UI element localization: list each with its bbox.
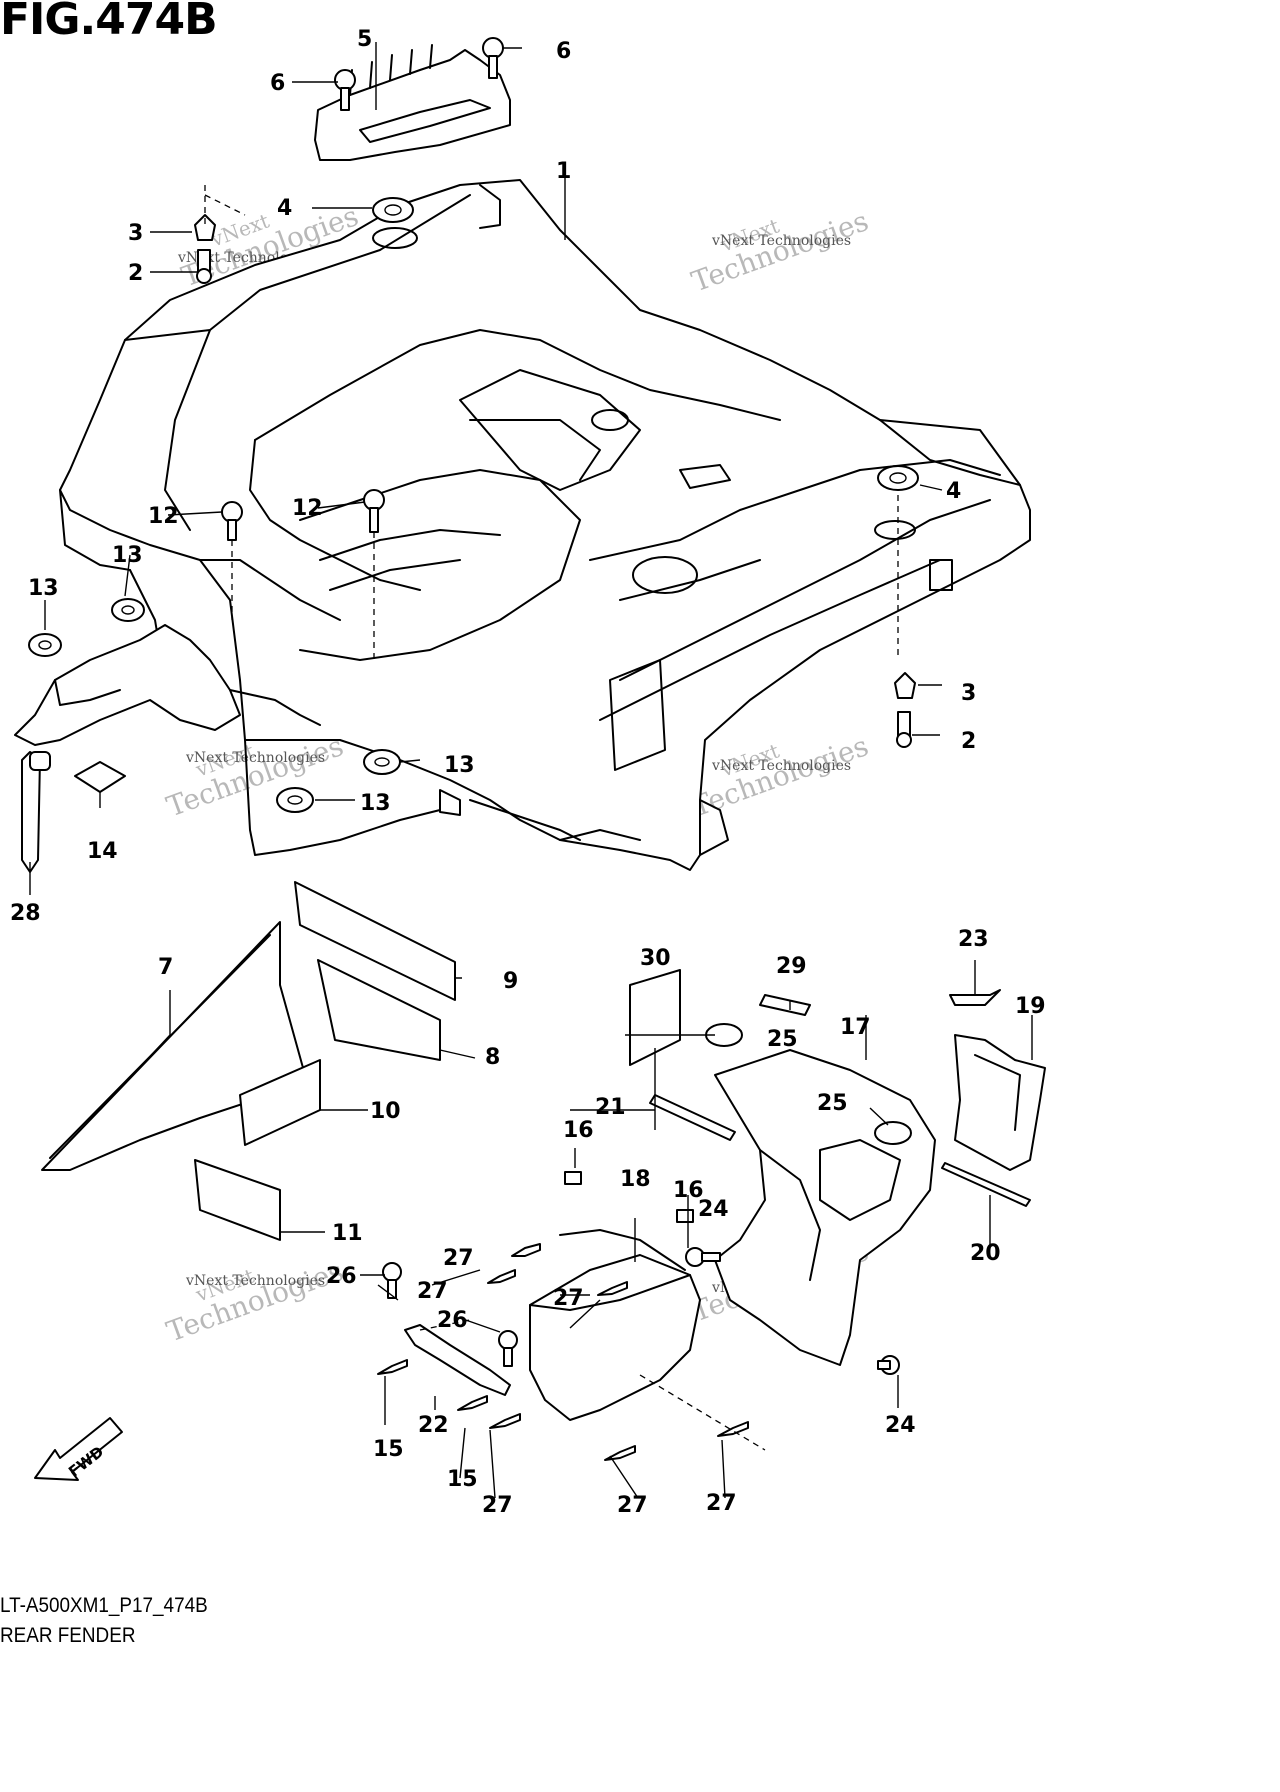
part-20-strip bbox=[941, 1162, 1031, 1207]
watermark-main: Technologies bbox=[162, 1254, 347, 1348]
part-2-bolt bbox=[196, 249, 912, 748]
part-19-cover bbox=[954, 1034, 1046, 1171]
callout-12: 12 bbox=[292, 496, 323, 521]
callout-10: 10 bbox=[370, 1099, 401, 1124]
callout-26: 26 bbox=[326, 1264, 357, 1289]
watermark-line: vNext Technologies bbox=[711, 233, 851, 249]
part-25-grommet bbox=[705, 1023, 912, 1145]
figure-name: REAR FENDER bbox=[0, 1624, 136, 1647]
part-11-pad bbox=[194, 1159, 281, 1241]
callout-27: 27 bbox=[417, 1279, 448, 1304]
callout-15: 15 bbox=[373, 1437, 404, 1462]
callout-15: 15 bbox=[447, 1467, 478, 1492]
part-18-box bbox=[529, 1229, 701, 1421]
watermark: vNext Technologies bbox=[162, 1254, 347, 1348]
callout-16: 16 bbox=[673, 1178, 704, 1203]
callout-21: 21 bbox=[595, 1095, 626, 1120]
callout-7: 7 bbox=[158, 955, 173, 980]
callout-2: 2 bbox=[961, 729, 976, 754]
part-26-bolt bbox=[382, 1262, 518, 1367]
part-8-pad bbox=[317, 959, 441, 1061]
part-6-bolt bbox=[334, 37, 504, 111]
callout-23: 23 bbox=[958, 927, 989, 952]
part-14-label bbox=[74, 761, 126, 793]
watermark-main: Technologies bbox=[687, 729, 872, 823]
callout-13: 13 bbox=[28, 576, 59, 601]
part-13-grommet bbox=[28, 598, 401, 813]
watermark-main: Technologies bbox=[687, 204, 872, 298]
callout-6: 6 bbox=[270, 71, 285, 96]
callout-30: 30 bbox=[640, 946, 671, 971]
watermark-line: vNext Technologies bbox=[185, 1273, 325, 1289]
callout-labels: 1 2 2 3 3 4 4 5 6 6 7 8 9 10 11 12 12 13… bbox=[10, 27, 1046, 1518]
callout-24: 24 bbox=[698, 1197, 729, 1222]
callout-27: 27 bbox=[443, 1246, 474, 1271]
part-4-grommet bbox=[372, 197, 919, 660]
part-12-bolt bbox=[221, 489, 385, 660]
watermark-line: vNext Technologies bbox=[185, 750, 325, 766]
callout-17: 17 bbox=[840, 1015, 871, 1040]
callout-13: 13 bbox=[360, 791, 391, 816]
callout-22: 22 bbox=[418, 1413, 449, 1438]
part-28-strap bbox=[21, 751, 51, 873]
watermark-main: Technologies bbox=[162, 729, 347, 823]
part-9-pad bbox=[294, 881, 456, 1001]
leader-lines bbox=[29, 42, 1033, 1499]
part-21-strip bbox=[649, 1094, 736, 1141]
figure-title: FIG.474B bbox=[0, 0, 218, 45]
callout-6: 6 bbox=[556, 39, 571, 64]
callout-11: 11 bbox=[332, 1221, 363, 1246]
callout-1: 1 bbox=[556, 159, 571, 184]
callout-13: 13 bbox=[444, 753, 475, 778]
callout-18: 18 bbox=[620, 1167, 651, 1192]
callout-5: 5 bbox=[357, 27, 372, 52]
part-16-clip bbox=[564, 1171, 694, 1223]
callout-26: 26 bbox=[437, 1308, 468, 1333]
part-23-clip bbox=[949, 989, 1001, 1006]
callout-20: 20 bbox=[970, 1241, 1001, 1266]
callout-2: 2 bbox=[128, 261, 143, 286]
figure-code: LT-A500XM1_P17_474B bbox=[0, 1594, 208, 1617]
callout-4: 4 bbox=[277, 196, 292, 221]
fender-support-bracket bbox=[14, 624, 321, 746]
part-30-sheet bbox=[629, 969, 681, 1066]
callout-27: 27 bbox=[617, 1493, 648, 1518]
callout-27: 27 bbox=[482, 1493, 513, 1518]
callout-14: 14 bbox=[87, 839, 118, 864]
callout-19: 19 bbox=[1015, 994, 1046, 1019]
callout-29: 29 bbox=[776, 954, 807, 979]
callout-24: 24 bbox=[885, 1413, 916, 1438]
callout-27: 27 bbox=[706, 1491, 737, 1516]
part-27-screw bbox=[487, 1243, 749, 1461]
callout-3: 3 bbox=[961, 681, 976, 706]
part-1-rear-fender bbox=[59, 179, 1031, 871]
watermark-line: vNext Technologies bbox=[711, 758, 851, 774]
callout-13: 13 bbox=[112, 543, 143, 568]
callout-25: 25 bbox=[817, 1091, 848, 1116]
part-5-bracket bbox=[314, 44, 511, 161]
callout-3: 3 bbox=[128, 221, 143, 246]
callout-16: 16 bbox=[563, 1118, 594, 1143]
callout-8: 8 bbox=[485, 1045, 500, 1070]
callout-25: 25 bbox=[767, 1027, 798, 1052]
callout-4: 4 bbox=[946, 479, 961, 504]
part-3-collar bbox=[194, 214, 916, 699]
part-22-stay bbox=[404, 1324, 511, 1396]
part-29-strip bbox=[759, 994, 811, 1016]
part-24-bolt bbox=[685, 1247, 900, 1375]
callout-9: 9 bbox=[503, 969, 518, 994]
part-15-screw bbox=[377, 1359, 488, 1411]
fwd-arrow-icon: FWD bbox=[34, 1417, 123, 1481]
callout-27: 27 bbox=[553, 1286, 584, 1311]
callout-28: 28 bbox=[10, 901, 41, 926]
callout-12: 12 bbox=[148, 504, 179, 529]
